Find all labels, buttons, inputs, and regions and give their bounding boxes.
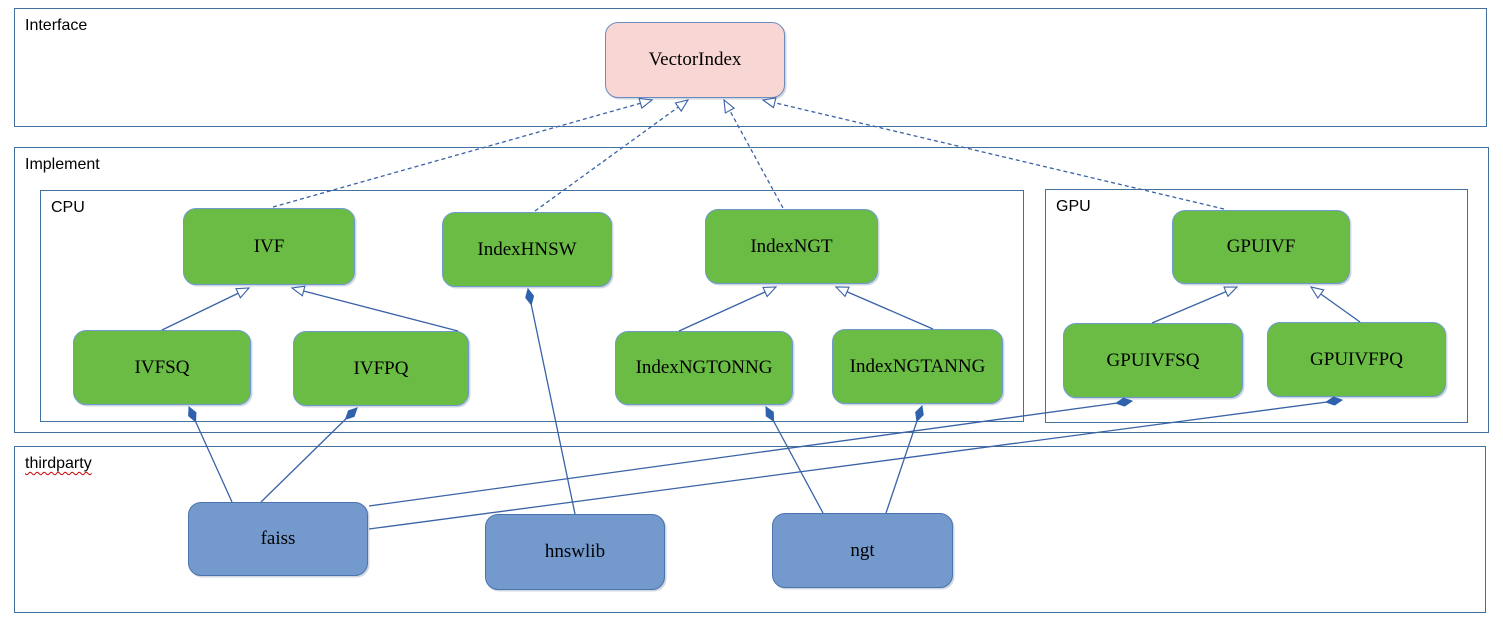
node-ivfpq-label: IVFPQ — [353, 357, 409, 379]
node-indexngtanng-label: IndexNGTANNG — [849, 355, 986, 377]
container-implement-label: Implement — [25, 156, 100, 173]
node-faiss-label: faiss — [260, 528, 296, 549]
node-faiss[interactable]: faiss — [188, 502, 368, 576]
node-gpuivfsq-label: GPUIVFSQ — [1106, 349, 1200, 371]
node-indexhnsw[interactable]: IndexHNSW — [442, 212, 612, 287]
node-gpuivfpq-label: GPUIVFPQ — [1310, 348, 1403, 370]
node-vectorindex-label: VectorIndex — [648, 49, 742, 70]
container-cpu-label: CPU — [51, 199, 85, 216]
node-indexhnsw-label: IndexHNSW — [477, 238, 577, 260]
node-indexngtonng-label: IndexNGTONNG — [635, 357, 773, 378]
container-thirdparty-label: thirdparty — [25, 455, 92, 472]
container-gpu-label: GPU — [1056, 198, 1091, 215]
node-ivf[interactable]: IVF — [183, 208, 355, 285]
node-ivfsq[interactable]: IVFSQ — [73, 330, 251, 405]
container-interface-label: Interface — [25, 17, 88, 34]
node-gpuivf[interactable]: GPUIVF — [1172, 210, 1350, 284]
node-gpuivfpq[interactable]: GPUIVFPQ — [1267, 322, 1446, 397]
node-indexngtonng[interactable]: IndexNGTONNG — [615, 331, 793, 405]
node-hnswlib-label: hnswlib — [544, 541, 606, 562]
node-indexngt-label: IndexNGT — [750, 235, 833, 257]
node-ivfsq-label: IVFSQ — [134, 356, 190, 378]
node-gpuivfsq[interactable]: GPUIVFSQ — [1063, 323, 1243, 398]
node-ngt-label: ngt — [850, 539, 875, 561]
node-indexngt[interactable]: IndexNGT — [705, 209, 878, 284]
node-indexngtanng[interactable]: IndexNGTANNG — [832, 329, 1003, 404]
node-ivf-label: IVF — [253, 235, 285, 257]
node-ivfpq[interactable]: IVFPQ — [293, 331, 469, 406]
node-hnswlib[interactable]: hnswlib — [485, 514, 665, 590]
node-ngt[interactable]: ngt — [772, 513, 953, 588]
node-gpuivf-label: GPUIVF — [1226, 236, 1296, 257]
node-vectorindex[interactable]: VectorIndex — [605, 22, 785, 98]
